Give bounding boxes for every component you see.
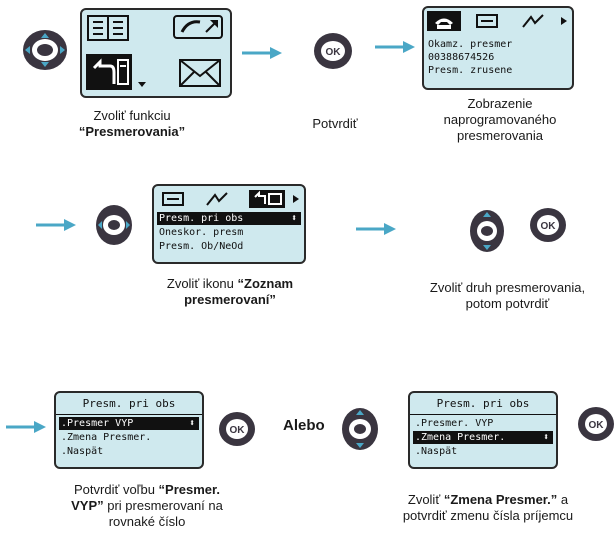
arrow-right-icon bbox=[6, 421, 46, 433]
lcd-title: Presm. pri obs bbox=[56, 396, 202, 415]
arrow-right-icon bbox=[242, 47, 282, 59]
caption-text: Potvrdiť voľbu bbox=[74, 482, 159, 497]
navigation-key-updown-icon bbox=[342, 408, 378, 450]
list-item[interactable]: .Presmer. VYP bbox=[415, 418, 494, 429]
caption-text: presmerovania bbox=[457, 128, 543, 143]
ok-button-icon: OK bbox=[219, 412, 255, 446]
caption-text: Zvoliť ikonu bbox=[166, 276, 238, 291]
list-item[interactable]: Oneskor. presm bbox=[159, 227, 244, 238]
ok-label: OK bbox=[326, 47, 342, 58]
lcd-screen-menu-icons bbox=[80, 8, 232, 98]
book-icon bbox=[87, 15, 129, 41]
card-icon bbox=[476, 14, 498, 28]
lcd-title: Presm. pri obs bbox=[410, 396, 556, 415]
scroll-right-icon bbox=[561, 17, 567, 25]
caption-step1: Zvoliť funkciu “Presmerovania” bbox=[62, 108, 202, 140]
list-item-selected[interactable]: .Presmer VYP ⬍ bbox=[59, 417, 199, 430]
lcd-tab-bar bbox=[427, 11, 567, 31]
caption-step4: Zvoliť ikonu “Zoznam presmerovaní” bbox=[140, 276, 320, 308]
lcd-screen-forwarding-list: Presm. pri obs ⬍ Oneskor. presm Presm. O… bbox=[152, 184, 306, 264]
status-line-3: Presm. zrusene bbox=[428, 65, 513, 76]
updown-icon: ⬍ bbox=[542, 432, 549, 443]
forward-call-icon bbox=[86, 54, 146, 90]
list-item-selected[interactable]: Presm. pri obs ⬍ bbox=[157, 212, 301, 225]
arrow-right-icon bbox=[375, 41, 415, 53]
caption-bold: “Zoznam bbox=[237, 276, 294, 291]
ok-label: OK bbox=[230, 425, 246, 436]
list-item[interactable]: .Zmena Presmer. bbox=[61, 432, 152, 443]
caption-text: a bbox=[557, 492, 569, 507]
list-item[interactable]: .Naspät bbox=[61, 446, 104, 457]
caption-text: Zvoliť druh presmerovania, bbox=[429, 280, 586, 295]
caption-text: potom potvrdiť bbox=[465, 296, 550, 311]
caption-bold: VYP” bbox=[71, 498, 104, 513]
updown-icon: ⬍ bbox=[290, 213, 297, 224]
caption-text: Zvoliť funkciu bbox=[93, 108, 171, 123]
caption-bold: “Presmer. bbox=[158, 482, 220, 497]
navigation-key-icon bbox=[96, 205, 132, 245]
caption-text: naprogramovaného bbox=[443, 112, 557, 127]
caption-text: Zvoliť bbox=[407, 492, 444, 507]
list-item-selected[interactable]: .Zmena Presmer. ⬍ bbox=[413, 431, 553, 444]
list-item[interactable]: .Naspät bbox=[415, 446, 458, 457]
caption-bold: presmerovaní” bbox=[184, 292, 276, 307]
lcd-screen-forwarding-status: Okamz. presmer 00388674526 Presm. zrusen… bbox=[422, 6, 574, 90]
card-icon bbox=[162, 192, 184, 206]
caption-step5: Zvoliť druh presmerovania, potom potvrdi… bbox=[405, 280, 610, 312]
forward-icon bbox=[206, 192, 228, 206]
caption-step6: Potvrdiť voľbu “Presmer. VYP” pri presme… bbox=[42, 482, 252, 530]
handset-icon bbox=[173, 15, 223, 39]
scroll-right-icon bbox=[293, 195, 299, 203]
alebo-label: Alebo bbox=[283, 417, 325, 434]
arrow-right-icon bbox=[36, 219, 76, 231]
ok-button-icon: OK bbox=[314, 33, 352, 69]
navigation-key-updown-icon bbox=[470, 210, 504, 252]
status-line-2: 00388674526 bbox=[428, 52, 495, 63]
caption-bold: “Zmena Presmer.” bbox=[443, 492, 558, 507]
caption-text: potvrdiť zmenu čísla príjemcu bbox=[402, 508, 574, 523]
caption-step3: Zobrazenie naprogramovaného presmerovani… bbox=[425, 96, 575, 144]
ok-button-icon: OK bbox=[530, 208, 566, 242]
ok-label: OK bbox=[541, 221, 557, 232]
status-line-1: Okamz. presmer bbox=[428, 39, 513, 50]
caption-text: pri presmerovaní na bbox=[103, 498, 223, 513]
forward-list-tab-icon bbox=[249, 190, 285, 208]
list-item[interactable]: Presm. Ob/NeOd bbox=[159, 241, 244, 252]
lcd-screen-busy-options: Presm. pri obs .Presmer VYP ⬍ .Zmena Pre… bbox=[54, 391, 204, 469]
envelope-icon bbox=[179, 59, 221, 87]
ok-label: OK bbox=[589, 420, 605, 431]
ok-button-icon: OK bbox=[578, 407, 614, 441]
caption-text: rovnaké číslo bbox=[108, 514, 186, 529]
updown-icon: ⬍ bbox=[188, 418, 195, 429]
caption-text: Potvrdiť bbox=[312, 116, 358, 131]
phone-icon bbox=[435, 18, 453, 25]
caption-bold: “Presmerovania” bbox=[78, 124, 186, 139]
navigation-key-icon bbox=[23, 30, 67, 70]
caption-text: Zobrazenie bbox=[467, 96, 533, 111]
caption-step7: Zvoliť “Zmena Presmer.” a potvrdiť zmenu… bbox=[368, 492, 608, 524]
arrow-right-icon bbox=[356, 223, 396, 235]
forward-icon bbox=[522, 14, 544, 28]
lcd-tab-bar bbox=[162, 190, 299, 208]
lcd-screen-busy-options-change: Presm. pri obs .Presmer. VYP .Zmena Pres… bbox=[408, 391, 558, 469]
caption-step2: Potvrdiť bbox=[290, 116, 380, 132]
